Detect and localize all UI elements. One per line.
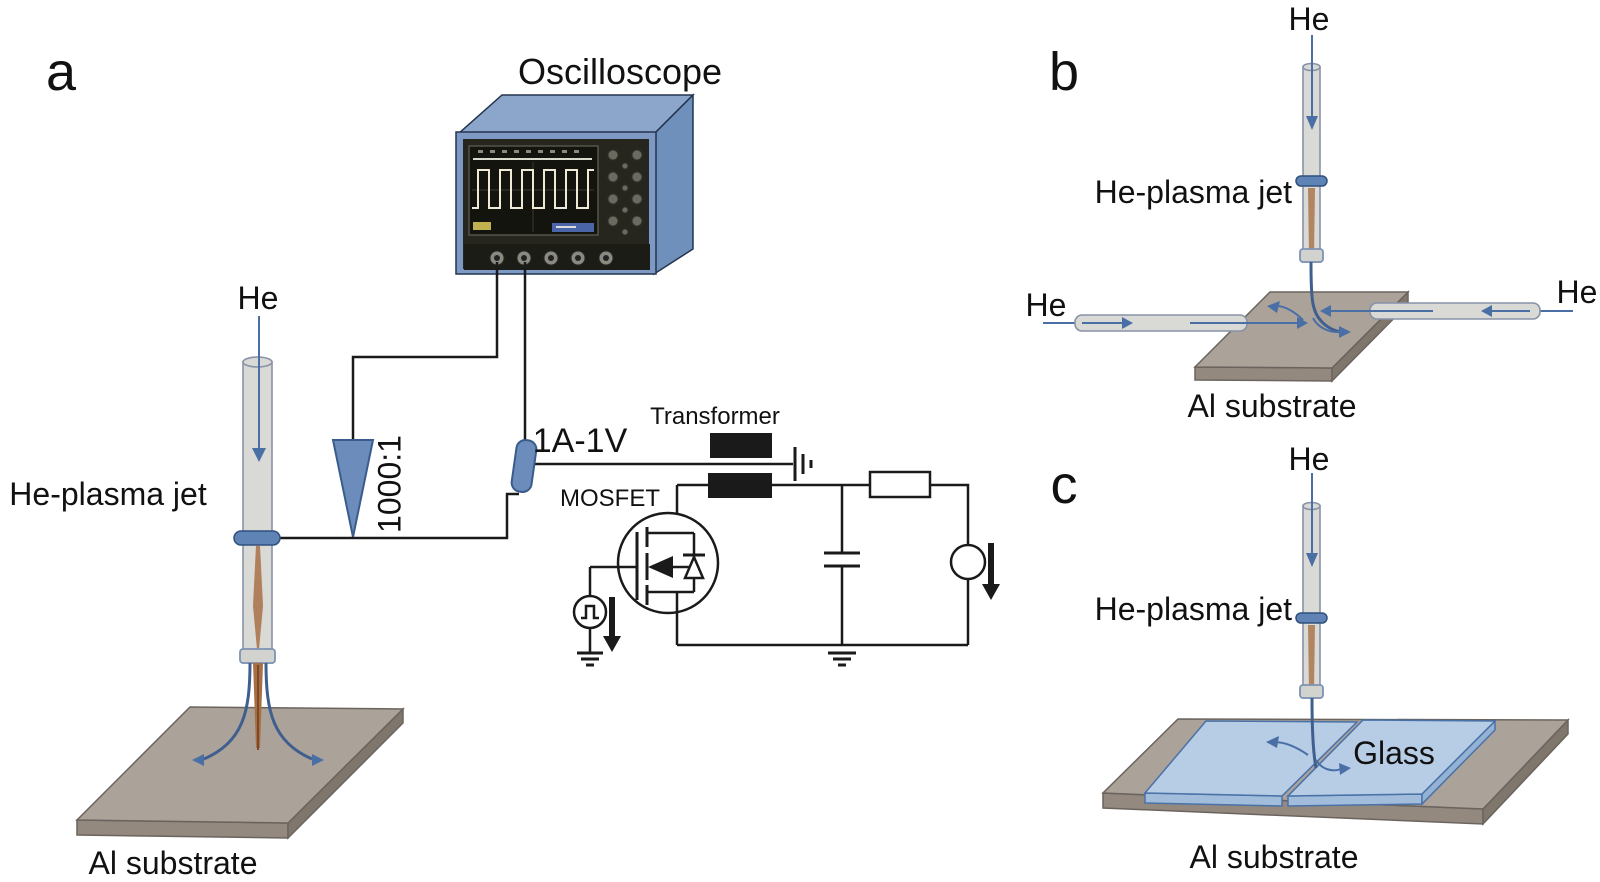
plasma-jet-label-b: He-plasma jet xyxy=(1095,174,1293,210)
panel-c: c He xyxy=(1051,441,1570,875)
square-wave-trace xyxy=(472,169,594,209)
flow-curl-right-c xyxy=(1315,759,1342,772)
glass-plate-right xyxy=(1286,719,1497,797)
plasma-jet-c: He xyxy=(1266,441,1351,775)
mosfet: MOSFET xyxy=(560,483,720,645)
oscilloscope-top-face xyxy=(456,94,695,135)
substrate-label-a: Al substrate xyxy=(89,845,258,881)
tube-nozzle-b xyxy=(1299,248,1324,263)
side-tube-right: He xyxy=(1320,274,1598,320)
oscilloscope: Oscilloscope xyxy=(455,51,722,276)
jet-stream-b xyxy=(1309,261,1343,334)
current-probe-icon xyxy=(510,439,538,493)
hv-probe-cable xyxy=(351,262,499,440)
bnc-connectors[interactable] xyxy=(489,250,614,266)
screen-header-marks xyxy=(478,150,579,153)
panel-b-letter: b xyxy=(1049,42,1079,102)
dc-source-network xyxy=(677,470,1000,667)
panel-b: b He He He xyxy=(1026,1,1598,424)
glass-label: Glass xyxy=(1353,735,1435,771)
he-right-label: He xyxy=(1557,274,1598,310)
mosfet-label: MOSFET xyxy=(560,485,660,512)
current-probe-label: 1A-1V xyxy=(533,422,628,460)
ground-symbol-rail xyxy=(828,651,856,667)
ground-symbol-transformer xyxy=(793,447,813,481)
he-left-label: He xyxy=(1026,287,1067,323)
mosfet-body-arrow xyxy=(648,556,673,578)
jet-streamline-left-a xyxy=(203,662,252,761)
plasma-jet-label-a: He-plasma jet xyxy=(9,476,207,512)
jet-streamline-right-a xyxy=(264,662,313,761)
ring-electrode-a xyxy=(233,530,281,546)
source-current-arrow xyxy=(988,543,994,584)
pulse-generator xyxy=(572,567,621,667)
pulse-source-icon xyxy=(572,594,608,630)
plasma-column-a xyxy=(253,546,263,660)
substrate-label-c: Al substrate xyxy=(1190,839,1359,875)
gate-current-arrow xyxy=(609,597,615,637)
transformer-winding-top xyxy=(710,433,772,458)
he-top-label-b: He xyxy=(1289,1,1330,37)
side-tube-left: He xyxy=(1026,287,1308,332)
jet-stream-c xyxy=(1310,697,1318,769)
glass-plates xyxy=(1143,719,1497,807)
flow-curl-right-b xyxy=(1312,317,1342,334)
resistor xyxy=(868,470,932,499)
hv-probe-ratio-label: 1000:1 xyxy=(371,435,407,533)
al-substrate-a xyxy=(75,706,405,840)
plasma-column-c xyxy=(1308,625,1315,690)
plasma-column-b xyxy=(1308,188,1315,255)
plasma-jet-b: He xyxy=(1267,1,1351,338)
electrode-wire xyxy=(280,492,519,540)
transformer-winding-bottom xyxy=(708,473,772,498)
tube-nozzle-c xyxy=(1299,684,1324,699)
current-source-icon xyxy=(949,543,987,581)
panel-a: a Oscilloscope xyxy=(9,42,1000,881)
plasma-jet-a: He xyxy=(192,280,324,766)
pulse-glyph xyxy=(581,604,599,620)
transformer-label: Transformer xyxy=(650,403,780,430)
glass-plate-left xyxy=(1143,720,1359,797)
tube-nozzle-a xyxy=(239,648,276,664)
transformer: Transformer xyxy=(650,403,780,498)
ring-electrode-b xyxy=(1295,175,1328,187)
screen-tag-left xyxy=(473,222,491,230)
ring-electrode-c xyxy=(1295,612,1328,624)
he-label-c: He xyxy=(1289,441,1330,477)
he-label-a: He xyxy=(238,280,279,316)
tube-mouth-a xyxy=(242,356,273,368)
control-knobs[interactable] xyxy=(607,149,643,236)
panel-c-letter: c xyxy=(1051,455,1078,515)
oscilloscope-label: Oscilloscope xyxy=(518,51,722,92)
hv-probe-icon xyxy=(331,439,375,538)
panel-a-letter: a xyxy=(46,42,77,102)
plasma-jet-label-c: He-plasma jet xyxy=(1095,591,1293,627)
substrate-label-b: Al substrate xyxy=(1188,388,1357,424)
